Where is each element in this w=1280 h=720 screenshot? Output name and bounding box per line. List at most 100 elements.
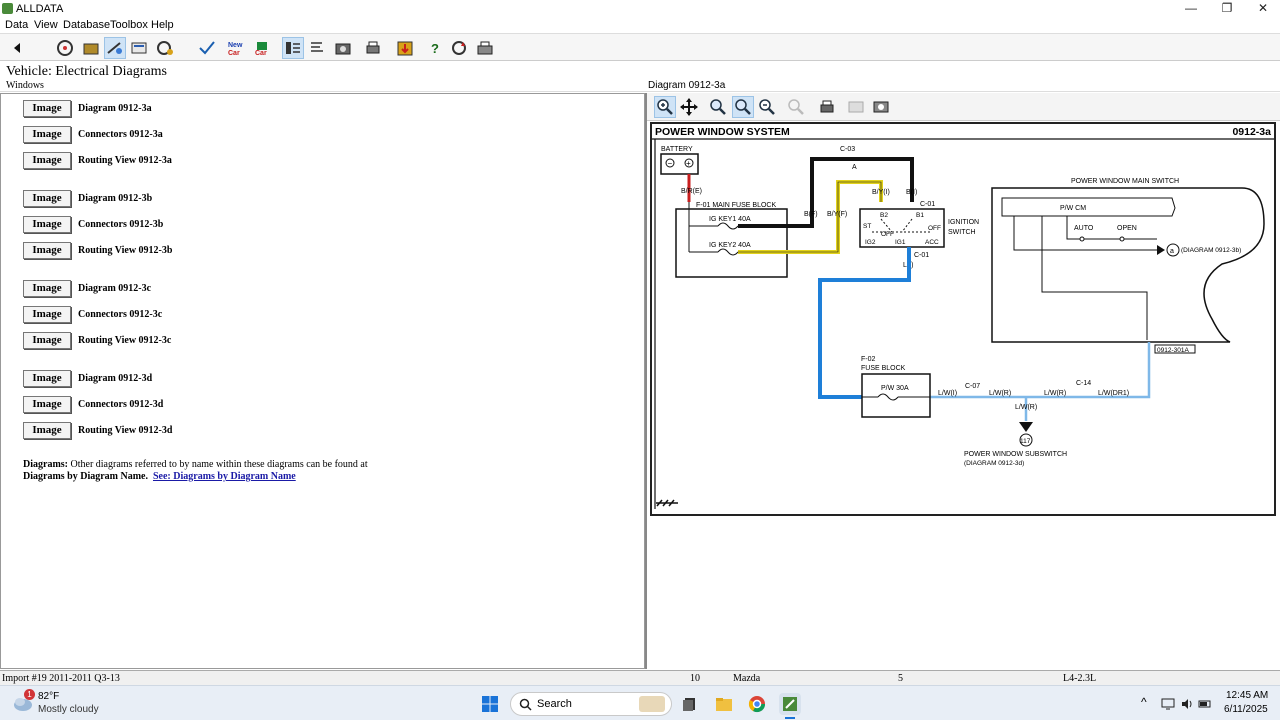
wire-black [738, 157, 914, 228]
download-icon[interactable] [394, 37, 416, 59]
list-item-label: Diagram 0912-3a [78, 103, 152, 114]
print-icon[interactable] [362, 37, 384, 59]
ground-symbol [656, 499, 678, 507]
image-button[interactable]: Image [23, 306, 71, 323]
list-item-label: Connectors 0912-3b [78, 219, 164, 230]
task-view-icon[interactable] [679, 693, 701, 715]
camera-icon[interactable] [332, 37, 354, 59]
alldata-taskbar-icon[interactable] [779, 693, 801, 715]
title-bar: ALLDATA — ❐ ✕ [0, 0, 1280, 18]
diagram-pane-label: Diagram 0912-3a [648, 80, 726, 91]
file-explorer-icon[interactable] [713, 693, 735, 715]
image-button[interactable]: Image [23, 216, 71, 233]
zoom-fit-icon[interactable] [732, 96, 754, 118]
menu-help[interactable]: Help [151, 19, 174, 31]
help-icon[interactable]: ? [424, 37, 446, 59]
close-button[interactable]: ✕ [1257, 1, 1269, 15]
image-button[interactable]: Image [23, 396, 71, 413]
minimize-button[interactable]: — [1185, 1, 1197, 15]
svg-text:+: + [686, 159, 691, 168]
taskbar-search[interactable]: Search [510, 692, 672, 716]
image-button[interactable]: Image [23, 280, 71, 297]
image-button[interactable]: Image [23, 370, 71, 387]
tray-chevron-icon[interactable]: ^ [1141, 695, 1147, 709]
pan-icon[interactable] [678, 96, 700, 118]
lwr3-label: L/W(R) [1015, 404, 1037, 411]
image-button[interactable]: Image [23, 332, 71, 349]
zoom-100-icon[interactable] [707, 96, 729, 118]
tsb-icon[interactable] [128, 37, 150, 59]
chrome-icon[interactable] [746, 693, 768, 715]
start-icon[interactable] [479, 693, 501, 715]
list-item-label: Diagram 0912-3d [78, 373, 153, 384]
b2-label: B2 [880, 212, 888, 219]
image-button[interactable]: Image [23, 100, 71, 117]
folder-icon[interactable] [80, 37, 102, 59]
status-year: 10 [690, 673, 700, 684]
zoom-out-icon[interactable] [756, 96, 778, 118]
maximize-button[interactable]: ❐ [1221, 1, 1233, 15]
image-button[interactable]: Image [23, 152, 71, 169]
list-item-label: Diagram 0912-3b [78, 193, 153, 204]
off2-label: OFF [928, 225, 941, 232]
diag3b-label: (DIAGRAM 0912-3b) [1181, 247, 1241, 254]
vehicle-select-icon[interactable] [54, 37, 76, 59]
diagrams-note: Diagrams: Other diagrams referred to by … [23, 459, 423, 483]
diagram-tool-icon[interactable] [104, 37, 126, 59]
battery-label: BATTERY [661, 146, 693, 153]
pwsub-label: POWER WINDOW SUBSWITCH [964, 451, 1067, 458]
display-icon[interactable] [1160, 693, 1176, 715]
byf-label: B/Y(F) [827, 211, 847, 218]
menu-data[interactable]: Data [5, 19, 29, 31]
search-placeholder: Search [537, 698, 572, 710]
svg-text:Car: Car [255, 50, 267, 57]
image-button[interactable]: Image [23, 190, 71, 207]
back-icon[interactable] [6, 37, 28, 59]
weather-temp: 82°F [38, 691, 60, 702]
clock-date[interactable]: 6/11/2025 [1224, 704, 1268, 715]
pane-splitter[interactable] [645, 93, 647, 669]
image-button[interactable]: Image [23, 126, 71, 143]
lwi-label: L/W(I) [938, 390, 957, 397]
igkey1-label: IG KEY1 40A [709, 216, 751, 223]
parts-icon[interactable] [154, 37, 176, 59]
export-image-icon[interactable] [870, 96, 892, 118]
window-title: ALLDATA [16, 3, 64, 15]
diagram-print-icon[interactable] [816, 96, 838, 118]
diagrams-by-name-link[interactable]: See: Diagrams by Diagram Name [152, 471, 296, 482]
clock-time[interactable]: 12:45 AM [1226, 690, 1269, 701]
menu-view[interactable]: View [34, 19, 58, 31]
diagram-code: 0912-3a [1232, 126, 1271, 138]
wiring-diagram[interactable]: POWER WINDOW SYSTEM 0912-3a BATTERY − + … [650, 122, 1276, 516]
refresh-icon[interactable] [448, 37, 470, 59]
battery-icon[interactable] [1197, 693, 1213, 715]
weather-icon[interactable] [12, 694, 34, 712]
open-label: OPEN [1117, 225, 1137, 232]
used-car-icon[interactable]: Car [252, 37, 274, 59]
list-item-label: Connectors 0912-3d [78, 399, 164, 410]
fax-icon[interactable] [474, 37, 496, 59]
vehicle-title: Vehicle: Electrical Diagrams [6, 64, 167, 79]
status-engine: L4-2.3L [1063, 673, 1097, 684]
volume-icon[interactable] [1179, 693, 1195, 715]
list-item-label: Routing View 0912-3d [78, 425, 173, 436]
list-view-icon[interactable] [282, 37, 304, 59]
svg-text:−: − [668, 159, 673, 168]
zoom-in-icon[interactable] [654, 96, 676, 118]
main-fuse-block [675, 208, 788, 278]
c07-label: C-07 [965, 383, 980, 390]
image-button[interactable]: Image [23, 242, 71, 259]
st-label: ST [863, 223, 871, 230]
bl-label: B(I) [906, 189, 917, 196]
menu-database[interactable]: Database [63, 19, 111, 31]
checkmark-tool-icon[interactable] [196, 37, 218, 59]
menu-toolbox[interactable]: Toolbox [110, 19, 148, 31]
list-item-label: Routing View 0912-3c [78, 335, 172, 346]
weather-badge: 1 [24, 689, 35, 700]
arrow-a-label: a [1170, 248, 1174, 255]
status-import: Import #19 2011-2011 Q3-13 [2, 673, 120, 684]
image-button[interactable]: Image [23, 422, 71, 439]
text-view-icon[interactable] [306, 37, 328, 59]
